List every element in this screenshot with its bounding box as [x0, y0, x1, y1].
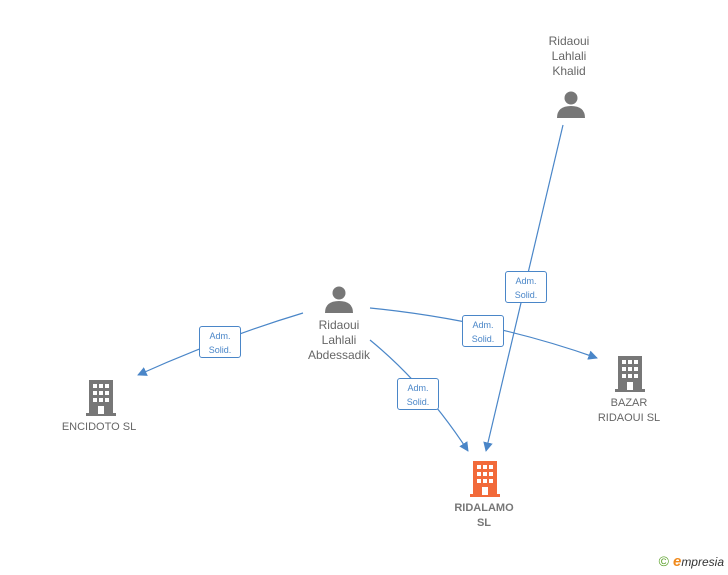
company-bazar-label: BAZAR RIDAOUI SL: [597, 397, 661, 424]
building-icon[interactable]: [470, 461, 500, 497]
company-ridalamo-label: RIDALAMO SL: [454, 502, 514, 529]
person-icon[interactable]: [556, 89, 586, 119]
company-encidoto-label: ENCIDOTO SL: [61, 421, 137, 433]
building-icon[interactable]: [86, 380, 116, 416]
edge-label-abdessadik-bazar[interactable]: Adm. Solid.: [462, 315, 504, 347]
person-khalid-label: Ridaoui Lahlali Khalid: [548, 34, 590, 78]
edge-label-khalid-ridalamo[interactable]: Adm. Solid.: [505, 271, 547, 303]
brand-logo: ©empresia: [658, 553, 724, 570]
building-icon[interactable]: [615, 356, 645, 392]
copyright-icon: ©: [658, 553, 669, 569]
edge-label-abdessadik-encidoto[interactable]: Adm. Solid.: [199, 326, 241, 358]
edge-label-abdessadik-ridalamo[interactable]: Adm. Solid.: [397, 378, 439, 410]
person-icon[interactable]: [324, 284, 354, 314]
person-abdessadik-label: Ridaoui Lahlali Abdessadik: [307, 318, 371, 362]
